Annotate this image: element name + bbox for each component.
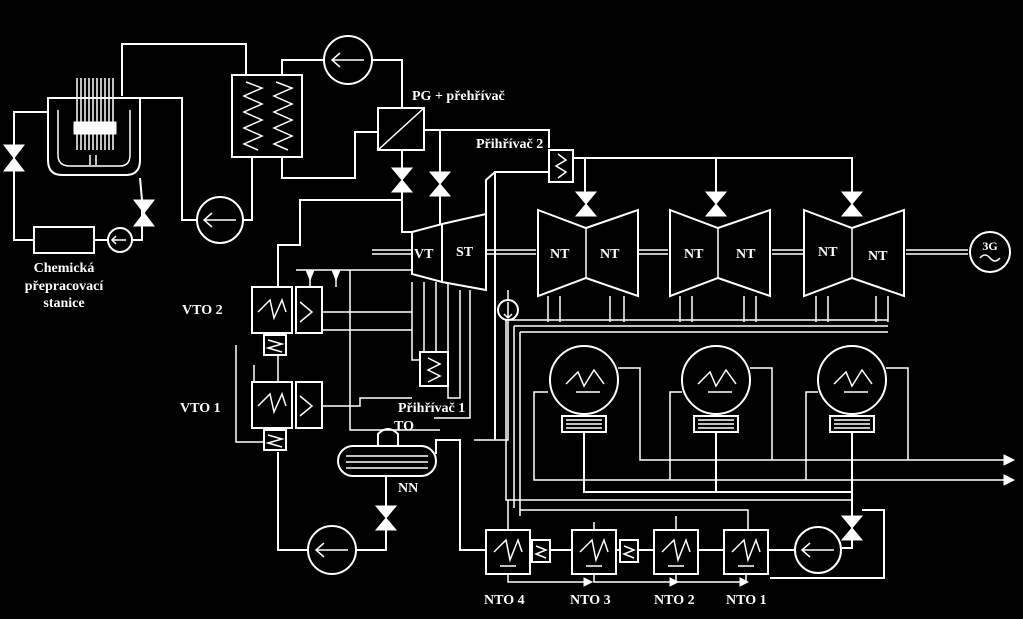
condenser-2 xyxy=(681,345,751,433)
nto4-label: NTO 4 xyxy=(484,593,525,608)
nt-label: NT xyxy=(600,247,620,262)
steam-generator xyxy=(377,107,425,151)
reactor xyxy=(47,78,141,176)
chemical-station-box xyxy=(33,226,95,254)
hp-heater-2 xyxy=(251,286,323,356)
valve-icon[interactable] xyxy=(574,191,598,217)
nt-label: NT xyxy=(818,245,838,260)
reheater-2-label: Přihřívač 2 xyxy=(476,137,543,152)
generator-icon xyxy=(969,231,1011,273)
generator-label: 3G xyxy=(982,239,997,253)
drain-cooler xyxy=(619,539,639,563)
valve-icon[interactable] xyxy=(390,167,414,193)
to-label: TO xyxy=(394,419,414,434)
condenser-3 xyxy=(817,345,887,433)
lp-turbine-2 xyxy=(669,208,771,298)
valve-icon[interactable] xyxy=(840,191,864,217)
condenser-1 xyxy=(549,345,619,433)
reheater-1-label: Přihřívač 1 xyxy=(398,401,465,416)
drain-cooler xyxy=(531,539,551,563)
hp-heater-1 xyxy=(251,381,323,451)
nt-label: NT xyxy=(684,247,704,262)
vt-label: VT xyxy=(414,247,434,262)
valve-icon[interactable] xyxy=(704,191,728,217)
reheater-2 xyxy=(548,149,574,183)
chemical-station-label-2: přepracovací xyxy=(25,279,105,294)
nto1-label: NTO 1 xyxy=(726,593,767,608)
pump-icon[interactable] xyxy=(497,299,519,321)
pump-icon[interactable] xyxy=(107,227,133,253)
intermediate-heat-exchanger xyxy=(231,74,303,158)
reheater-1 xyxy=(419,351,449,387)
pump-icon[interactable] xyxy=(307,525,357,575)
lp-heater-2 xyxy=(653,529,699,575)
valve-icon[interactable] xyxy=(428,171,452,197)
ip-turbine xyxy=(441,212,487,292)
feedwater-tank xyxy=(337,428,437,477)
lp-heater-4 xyxy=(485,529,531,575)
nt-label: NT xyxy=(868,249,888,264)
pump-icon[interactable] xyxy=(196,196,244,244)
nto3-label: NTO 3 xyxy=(570,593,611,608)
lp-heater-3 xyxy=(571,529,617,575)
pump-icon[interactable] xyxy=(323,35,373,85)
chemical-station-label-3: stanice xyxy=(43,296,84,311)
vto1-label: VTO 1 xyxy=(180,401,221,416)
nt-label: NT xyxy=(550,247,570,262)
valve-icon[interactable] xyxy=(132,199,156,227)
pump-icon[interactable] xyxy=(794,526,842,574)
lp-turbine-1 xyxy=(537,208,639,298)
chemical-station-label-1: Chemická xyxy=(34,261,95,276)
lp-turbine-3 xyxy=(803,208,905,298)
lp-heater-1 xyxy=(723,529,769,575)
valve-icon[interactable] xyxy=(2,144,26,172)
st-label: ST xyxy=(456,245,474,260)
valve-icon[interactable] xyxy=(840,515,864,541)
nto2-label: NTO 2 xyxy=(654,593,695,608)
pg-label: PG + přehřívač xyxy=(412,89,505,104)
nn-label: NN xyxy=(398,481,418,496)
vto2-label: VTO 2 xyxy=(182,303,223,318)
nt-label: NT xyxy=(736,247,756,262)
valve-icon[interactable] xyxy=(374,505,398,531)
